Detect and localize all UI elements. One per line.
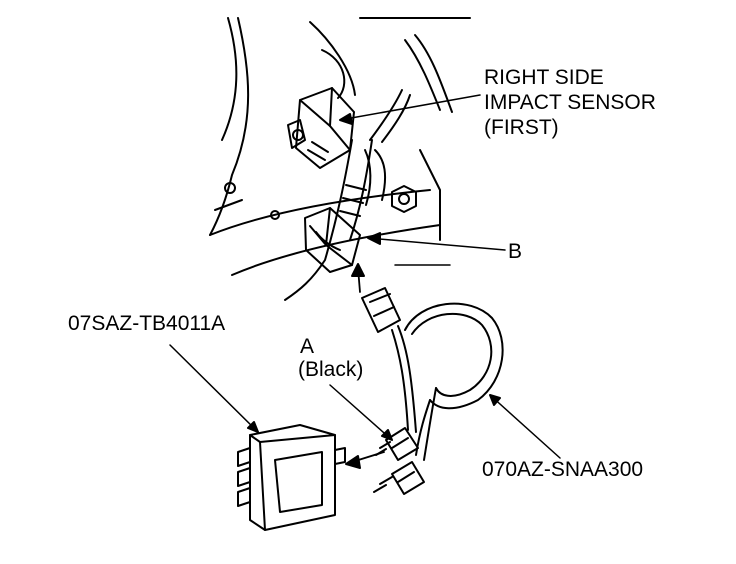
harness-connector-drawing xyxy=(361,287,401,333)
connector-a-label: A xyxy=(300,335,315,358)
tool-box-drawing xyxy=(237,424,346,531)
vehicle-harness xyxy=(284,89,411,301)
tool-plug-drawing xyxy=(373,461,425,495)
sensor-leader xyxy=(339,94,481,121)
connector-b-label: B xyxy=(508,240,523,263)
connector-a-leader xyxy=(329,384,393,441)
body-panel xyxy=(209,17,471,276)
connector-a-drawing xyxy=(375,427,419,461)
harness-label: 070AZ-SNAA300 xyxy=(482,458,644,481)
connector-b-drawing xyxy=(304,207,361,273)
mounting-bolt xyxy=(391,185,417,213)
connector-a-color-label: (Black) xyxy=(298,358,364,381)
sensor-label-line3: (FIRST) xyxy=(484,116,559,139)
tool-box-label: 07SAZ-TB4011A xyxy=(68,312,226,335)
harness-loop-drawing xyxy=(391,302,504,461)
sensor-label-line2: IMPACT SENSOR xyxy=(484,91,656,114)
harness-leader xyxy=(489,394,561,459)
tool-box-leader xyxy=(169,344,259,433)
connector-b-leader xyxy=(367,237,506,251)
impact-sensor-drawing xyxy=(287,87,355,169)
sensor-label-line1: RIGHT SIDE xyxy=(484,66,604,89)
